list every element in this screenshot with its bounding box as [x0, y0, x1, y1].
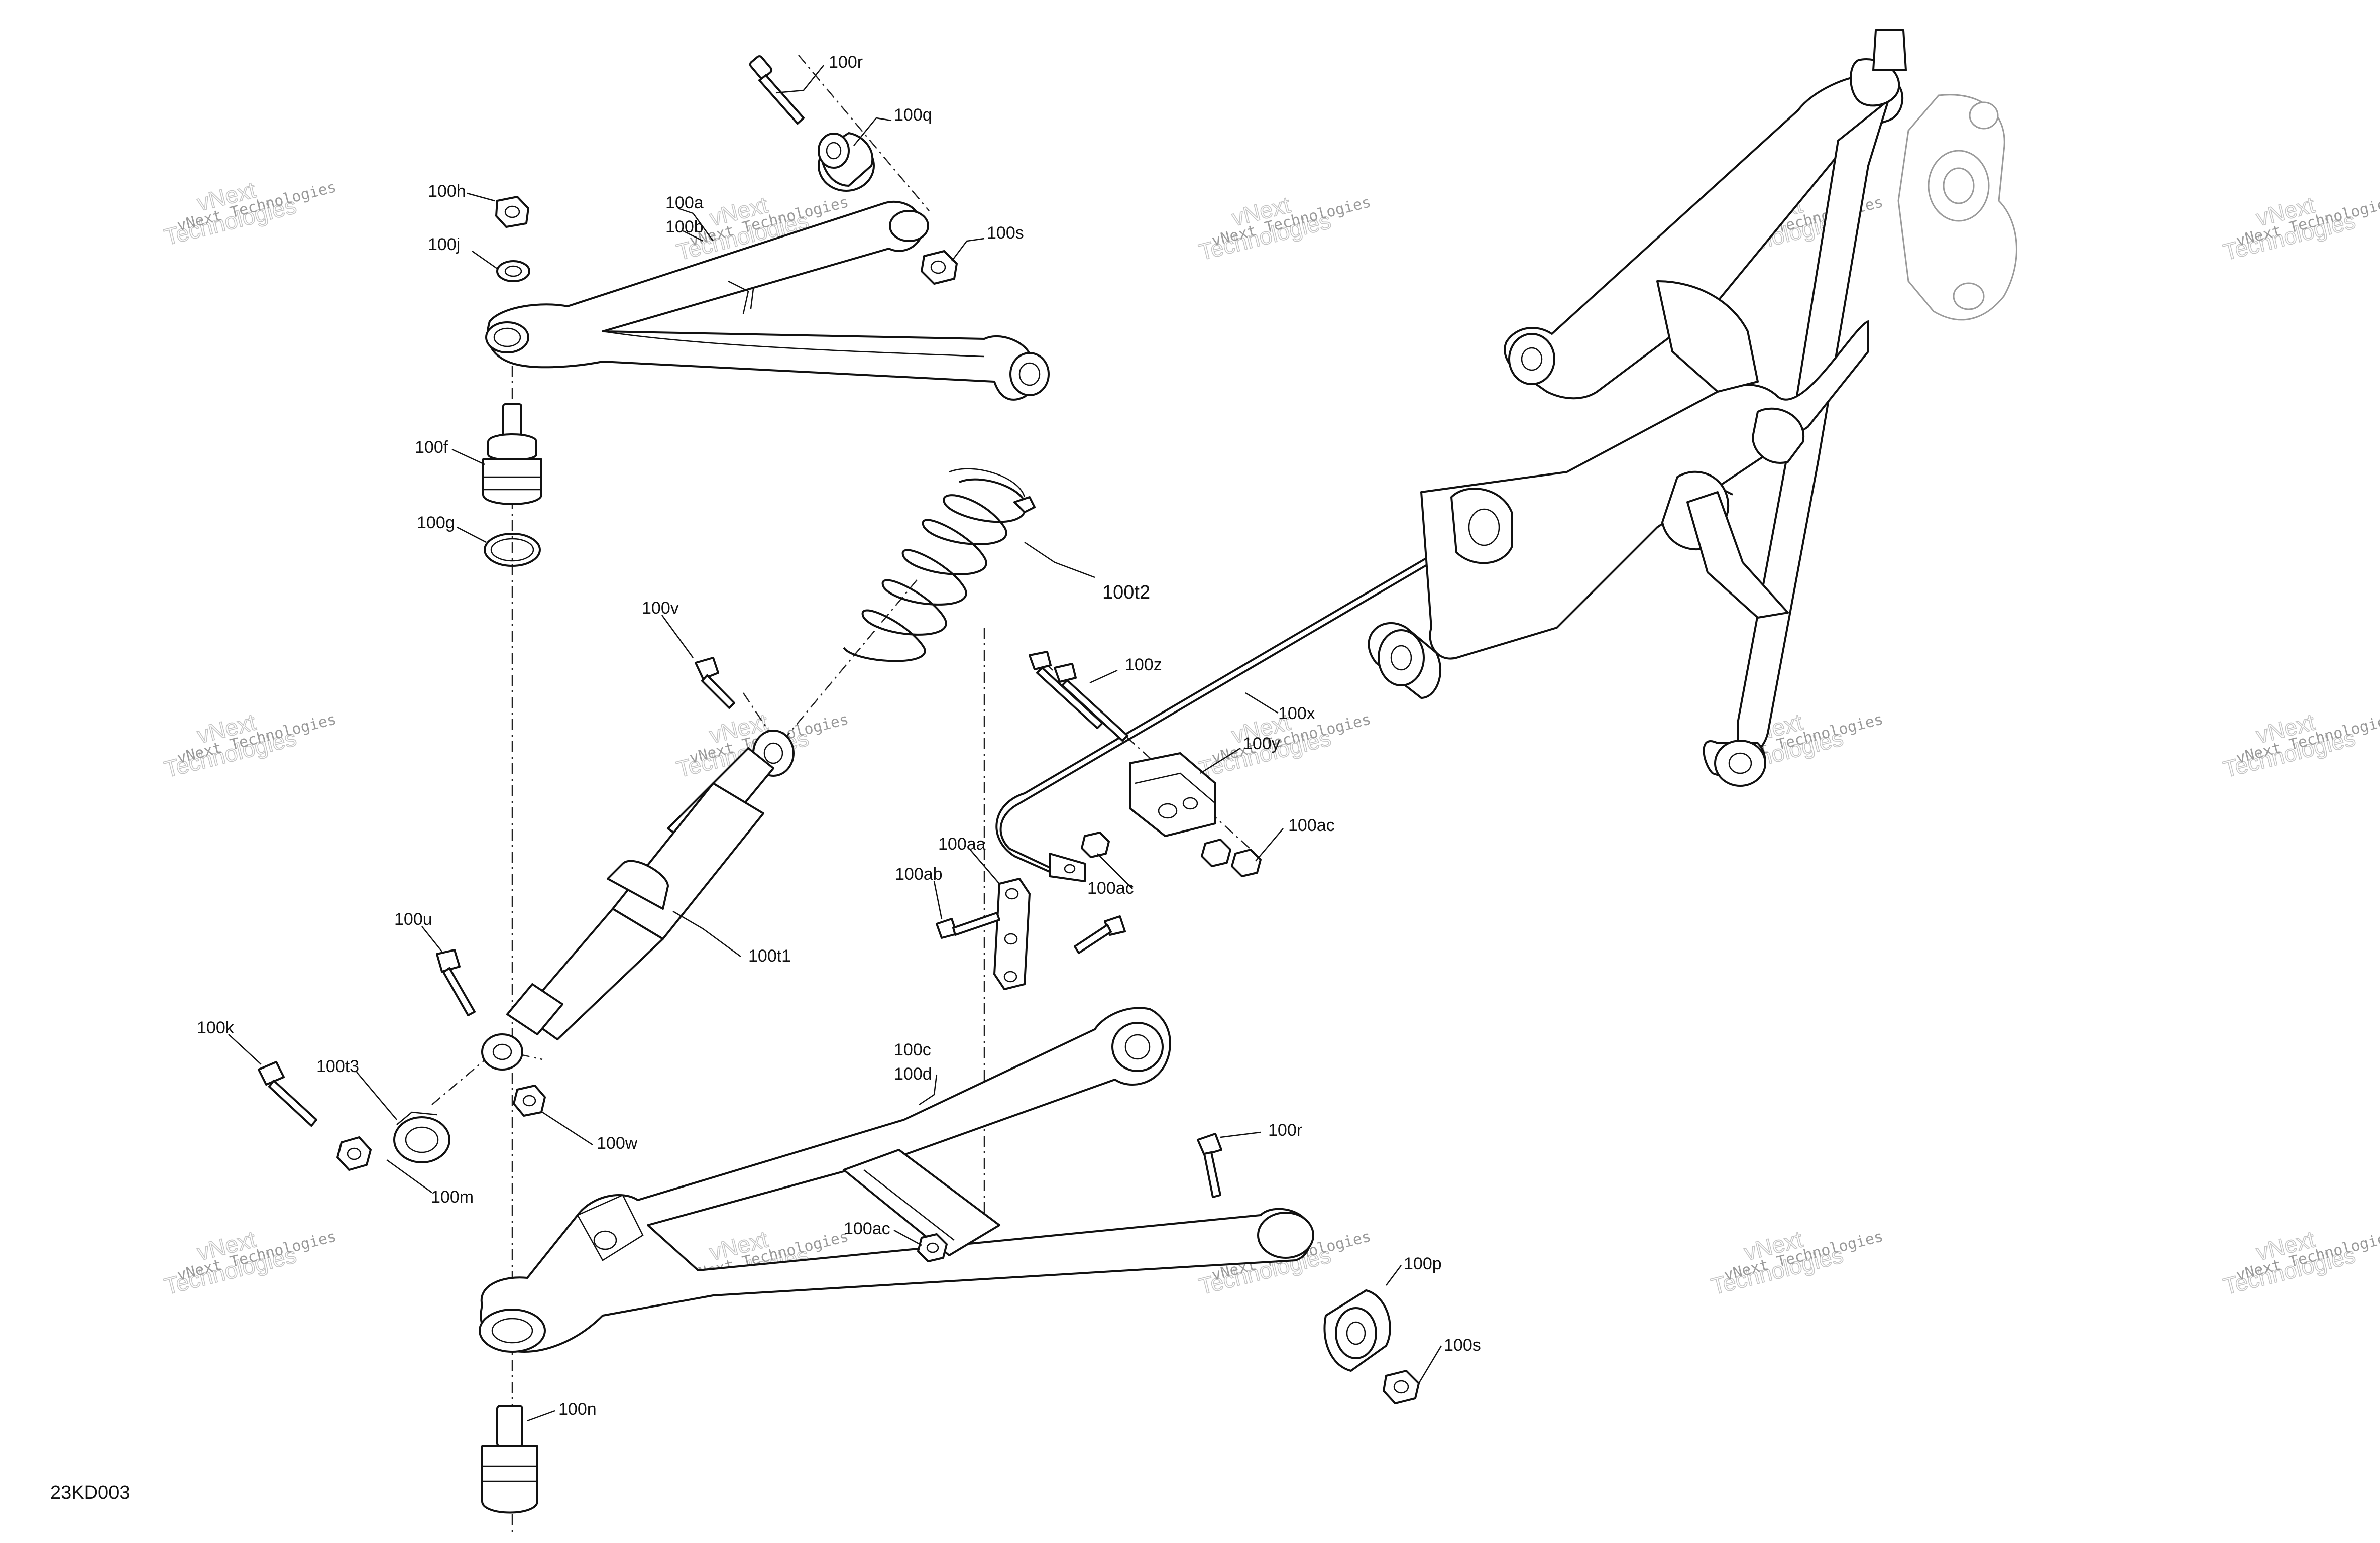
callout-100s-top: 100s [987, 223, 1024, 243]
callout-100n: 100n [558, 1400, 597, 1419]
bolt-100ab [936, 912, 1126, 954]
drawing-code: 23KD003 [50, 1482, 130, 1503]
steering-knuckle [1897, 94, 2017, 321]
callout-100ab: 100ab [895, 865, 943, 884]
callout-100h: 100h [428, 182, 466, 201]
callout-100s-bottom: 100s [1444, 1336, 1481, 1355]
callout-100y: 100y [1243, 734, 1280, 753]
callout-100j: 100j [428, 235, 460, 254]
bolt-100u [436, 949, 476, 1016]
coil-spring-100t2 [843, 468, 1036, 662]
bushing-100q [818, 132, 875, 192]
nut-100ac-mid [1081, 832, 1110, 858]
watermark: vNext Technologies vNext Technologies [1708, 1226, 1885, 1300]
callout-100c: 100c [894, 1040, 931, 1059]
watermark: vNext Technologies vNext Technologies [2220, 1226, 2380, 1300]
bushing-100p [1323, 1289, 1391, 1372]
callout-100aa: 100aa [938, 835, 986, 854]
washer-100j [496, 260, 530, 282]
callout-100v: 100v [642, 599, 679, 618]
callout-100p: 100p [1404, 1254, 1442, 1273]
bolt-100r-top [749, 55, 805, 125]
callout-100t1: 100t1 [748, 946, 791, 966]
leader-lines [228, 65, 1442, 1422]
bolt-100z [1029, 651, 1128, 742]
callout-100m: 100m [431, 1188, 474, 1207]
frame-assembly [1368, 29, 1907, 787]
watermark: vNext Technologies vNext Technologies [161, 1226, 338, 1300]
watermark: vNext Technologies vNext Technologies [1196, 191, 1373, 266]
sway-bar-clamp-100y [1129, 752, 1216, 837]
watermark: vNext Technologies vNext Technologies [161, 708, 338, 783]
callout-100ac-right: 100ac [1288, 816, 1335, 835]
callout-100g: 100g [417, 513, 455, 532]
ball-joint-100f [482, 403, 542, 505]
callout-100w: 100w [597, 1134, 638, 1153]
nut-100w [513, 1085, 546, 1117]
sway-bar-link-100aa [993, 878, 1031, 990]
nut-100ac-bottom [917, 1233, 948, 1262]
shock-absorber-100t1 [481, 730, 795, 1071]
circlip-100g [484, 533, 541, 567]
callout-100u: 100u [394, 910, 432, 929]
upper-a-arm [485, 200, 1050, 401]
callout-100ac-bottom: 100ac [844, 1219, 890, 1238]
nut-100h [495, 196, 529, 228]
callout-100t3: 100t3 [316, 1057, 359, 1076]
nut-100ac-right [1201, 839, 1262, 877]
nut-100s-top [921, 250, 958, 285]
callout-100z: 100z [1125, 655, 1162, 674]
callout-100t2: 100t2 [1102, 582, 1150, 603]
callout-100k: 100k [197, 1018, 235, 1037]
bolt-100k [258, 1061, 317, 1127]
nut-100s-bottom [1383, 1370, 1420, 1404]
lower-a-arm [479, 1007, 1314, 1353]
callout-100d: 100d [894, 1064, 932, 1084]
watermark: vNext Technologies vNext Technologies [2220, 708, 2380, 783]
callout-100b: 100b [665, 217, 704, 236]
callout-100a: 100a [665, 193, 704, 212]
bump-stop-100t3 [393, 1111, 450, 1163]
bolt-100v [695, 657, 735, 709]
callout-100f: 100f [415, 438, 448, 457]
ball-joint-100n [481, 1405, 538, 1514]
callout-100q: 100q [894, 105, 932, 125]
watermark: vNext Technologies vNext Technologies [161, 176, 338, 251]
nut-100m [336, 1136, 372, 1171]
watermark: vNext Technologies vNext Technologies [2220, 191, 2380, 266]
bolt-100r-bottom [1197, 1133, 1222, 1198]
callout-100r-bottom: 100r [1268, 1121, 1302, 1140]
callout-100ac-mid: 100ac [1087, 879, 1134, 898]
callout-100r-top: 100r [829, 53, 863, 72]
callout-labels: 100r 100q 100s 100h 100j 100a 100b 100f … [197, 53, 1481, 1419]
callout-100x: 100x [1278, 704, 1315, 723]
